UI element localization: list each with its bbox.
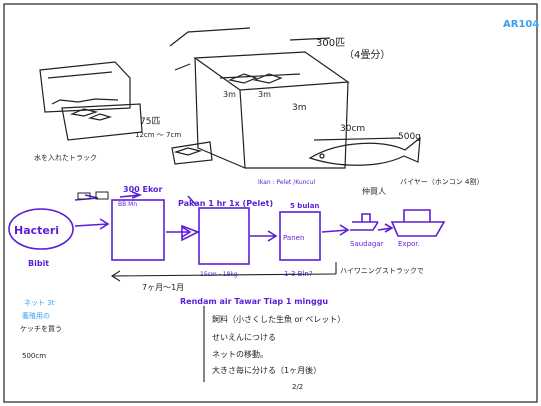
notes-list: 飼料（小さくした生魚 or ペレット） せいえんにつける ネットの移動。 大きさ… <box>212 314 345 375</box>
tank-dim-2: 3m <box>258 90 271 99</box>
stage-3-sublabel: 5 bulan <box>290 202 319 210</box>
trader-boat <box>350 214 378 230</box>
tank-dim-1: 3m <box>223 90 236 99</box>
left-note-blue: 養殖用の <box>22 311 50 320</box>
notes-title: Rendam air Tawar Tiap 1 minggu <box>180 297 328 306</box>
small-tank-count: 75匹 <box>140 116 160 127</box>
buyers-label: 仲買人 <box>362 186 386 196</box>
export-label: Expor. <box>398 240 420 248</box>
stage-2-box <box>199 208 249 264</box>
small-tank-size: 12cm ～ 7cm <box>135 131 181 139</box>
pakan-label: Pakan 1 hr 1x (Pelet) <box>178 199 273 208</box>
hatchery-sublabel: Bibit <box>28 259 49 268</box>
wire-note: BB Mn <box>118 201 137 208</box>
tank-dim-3: 3m <box>292 103 307 113</box>
page-mark: 2/2 <box>292 383 303 391</box>
other-label: ハイワニングストラックで <box>340 266 424 275</box>
arrow-4 <box>322 225 348 235</box>
return-label: 7ヶ月～1月 <box>142 283 184 292</box>
note-item: ネットの移動。 <box>212 349 268 359</box>
note-item: 飼料（小さくした生魚 or ペレット） <box>212 314 345 324</box>
page-tag: AR104 <box>503 19 539 30</box>
left-note-black: ケッチを買う <box>20 325 62 333</box>
large-tank-count: 300匹 <box>316 38 345 49</box>
left-note-size: 500cm <box>22 352 46 360</box>
fish-drawing <box>310 138 420 165</box>
feed-label: Ikan : Pelet /Kuncul <box>258 179 316 186</box>
arrow-3 <box>250 231 276 241</box>
note-item: せいえんにつける <box>212 333 276 342</box>
trader-label: Saudagar <box>350 240 384 248</box>
buyer-label: バイヤー（ホンコン 4割） <box>400 177 483 186</box>
note-item: 大きさ毎に分ける（1ヶ月後） <box>212 365 321 375</box>
arrow-1 <box>75 219 108 229</box>
truck-label: 水を入れたトラック <box>34 153 97 162</box>
arrow-5 <box>378 224 392 232</box>
large-tank-size: （4畳分） <box>344 49 390 61</box>
fish-weight: 500g <box>398 132 421 142</box>
small-tanks-drawing <box>40 62 212 164</box>
stage-1-box <box>112 200 164 260</box>
count-note: 300 Ekor <box>123 185 163 194</box>
fish-length: 30cm <box>340 124 365 134</box>
stage-3-label: Panen <box>283 234 304 242</box>
hatchery-label: Hacteri <box>14 224 59 237</box>
left-note-blue: ネット 3t <box>24 299 55 307</box>
export-ship <box>392 210 444 236</box>
